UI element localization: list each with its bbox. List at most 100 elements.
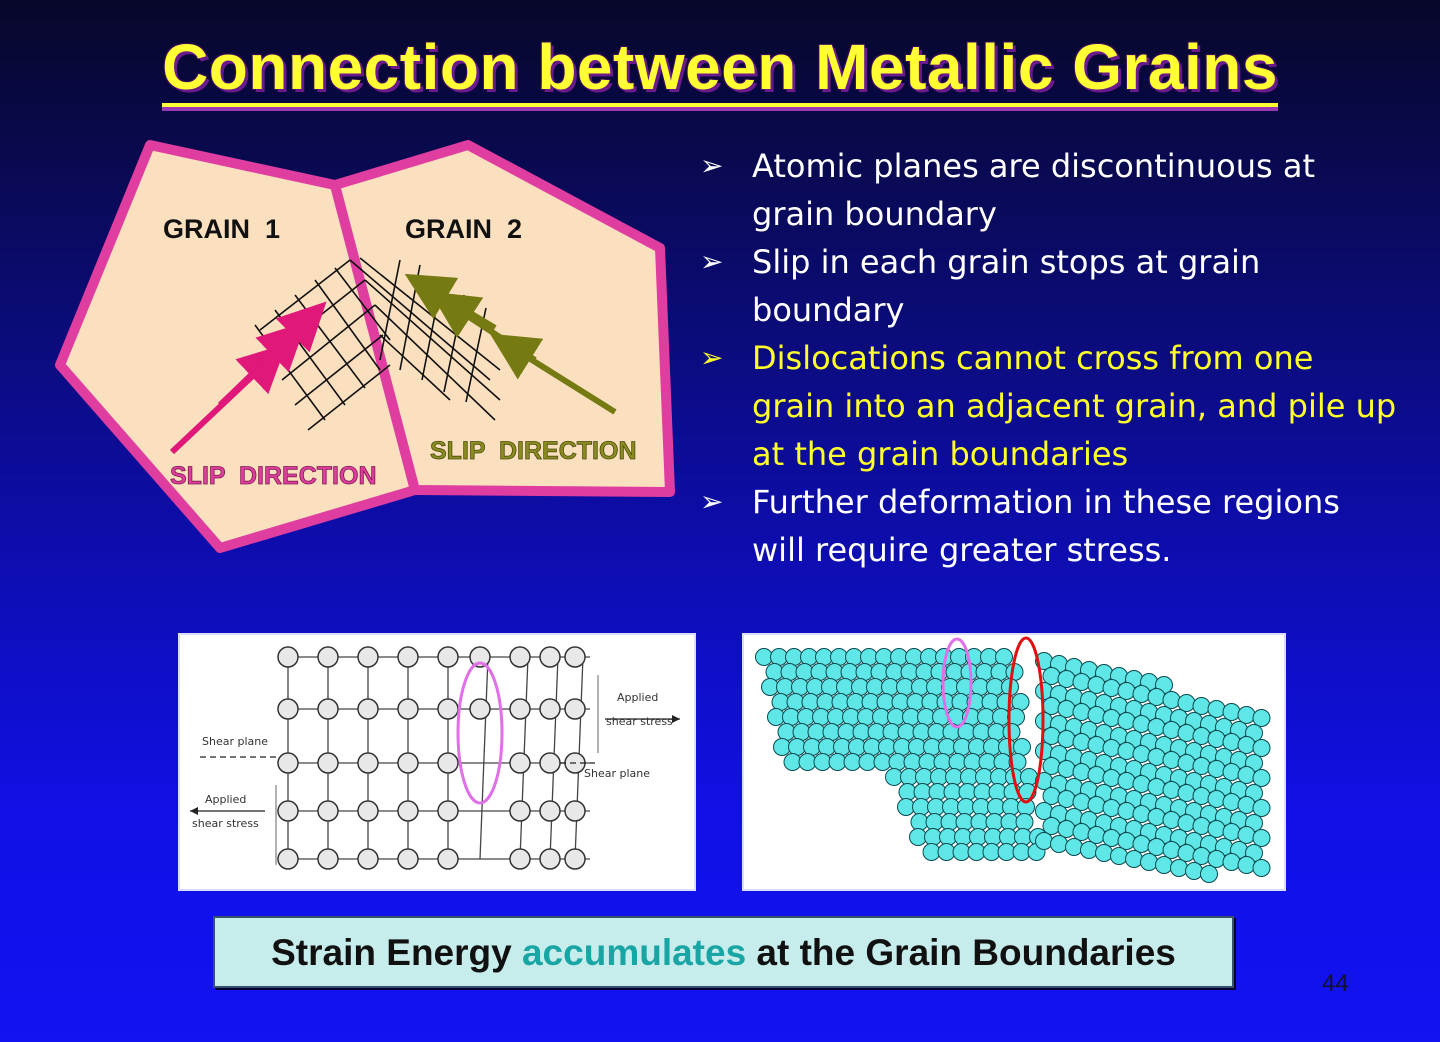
lattice-atom [437, 698, 459, 720]
packed-atom [1162, 721, 1181, 739]
packed-atom [797, 708, 815, 726]
lattice-atom [397, 848, 419, 870]
packed-atom [1200, 865, 1218, 883]
packed-atom [1162, 781, 1181, 799]
packed-atom [1087, 766, 1106, 784]
packed-atom [1252, 769, 1271, 787]
packed-atom [806, 678, 824, 696]
applied-stress-label-left-2: shear stress [192, 817, 259, 830]
packed-atom [872, 708, 890, 726]
packed-atom [1237, 706, 1256, 724]
packed-atom [1237, 826, 1256, 844]
grain-2-shape [330, 140, 675, 497]
packed-atom [1147, 748, 1166, 766]
slide-title-text: Connection between Metallic Grains [162, 31, 1278, 107]
packed-atom [1057, 670, 1076, 688]
packed-atom [995, 648, 1013, 666]
packed-atom [937, 843, 956, 861]
packed-atom [878, 738, 896, 756]
packed-atom [773, 738, 791, 756]
packed-atom [815, 648, 833, 666]
packed-atom [918, 753, 937, 771]
lattice-atom [509, 752, 531, 774]
packed-atom [1132, 715, 1151, 733]
lattice-atom [317, 752, 339, 774]
bullet-2-line-2: boundary [752, 291, 905, 329]
lattice-atom [357, 800, 379, 822]
packed-atom [887, 708, 905, 726]
lattice-atom [564, 646, 586, 668]
packed-atom [943, 783, 962, 801]
packed-atom [915, 768, 933, 786]
packed-atom [861, 693, 880, 711]
packed-atom [1192, 697, 1211, 715]
packed-atom [891, 693, 910, 711]
bullet-4-line-2: will require greater stress. [752, 531, 1172, 569]
packed-atom [1162, 751, 1181, 769]
packed-atom [900, 663, 919, 681]
slip-direction-label-1: SLIP DIRECTION [170, 462, 377, 490]
lattice-atom [277, 800, 299, 822]
packed-atom [801, 693, 820, 711]
packed-atom [831, 693, 850, 711]
packed-atom [1147, 688, 1166, 706]
packed-atom [942, 798, 960, 816]
lattice-atom [277, 646, 299, 668]
packed-atom [1177, 844, 1196, 862]
packed-atom [1117, 802, 1136, 820]
packed-atom [1087, 826, 1106, 844]
packed-atom [1002, 798, 1020, 816]
packed-atom [1102, 799, 1121, 817]
packed-atom [900, 768, 918, 786]
packed-atom [1222, 733, 1241, 751]
packed-atom [792, 723, 811, 741]
packed-atom [927, 798, 945, 816]
packed-atom [921, 693, 940, 711]
packed-atom [1177, 784, 1196, 802]
packed-atom [1132, 745, 1151, 763]
lattice-atom [539, 752, 561, 774]
packed-atom [1207, 790, 1226, 808]
packed-atom [882, 723, 901, 741]
packed-atom [1102, 709, 1121, 727]
packed-atom [770, 648, 788, 666]
packed-atom [1014, 828, 1032, 846]
packed-atom [810, 663, 829, 681]
packed-atom [911, 678, 929, 696]
packed-atom [953, 738, 971, 756]
packed-atom [968, 738, 986, 756]
bullet-3-line-3: at the grain boundaries [752, 435, 1129, 473]
shear-plane-label-right: Shear plane [584, 767, 650, 780]
packed-atom [922, 843, 941, 861]
packed-atom [1170, 859, 1188, 877]
packed-atom [821, 678, 839, 696]
lattice-atom [317, 698, 339, 720]
packed-atom [952, 843, 971, 861]
lattice-drawing: Shear plane Applied shear stress Applied… [190, 646, 680, 870]
packed-atom [822, 723, 841, 741]
packed-atom [967, 843, 986, 861]
packed-atom [910, 813, 929, 831]
packed-atom [1042, 817, 1061, 835]
packed-atom [1095, 844, 1113, 862]
packed-atom [905, 648, 923, 666]
packed-atom [1132, 835, 1151, 853]
packed-atom [924, 828, 942, 846]
packed-atom [1162, 811, 1181, 829]
packed-atom [1110, 847, 1128, 865]
packed-atom [912, 798, 930, 816]
packed-atom [1222, 853, 1241, 871]
lattice-atom [437, 646, 459, 668]
packed-atom [800, 648, 818, 666]
packed-atom [1252, 799, 1271, 817]
packed-atom [1147, 838, 1166, 856]
packed-atom [1012, 843, 1031, 861]
applied-stress-label-left-1: Applied [205, 793, 246, 806]
packed-atom [1117, 682, 1136, 700]
packed-atom [926, 678, 944, 696]
packed-atom [1222, 763, 1241, 781]
lattice-atom [509, 800, 531, 822]
lattice-atom [564, 800, 586, 822]
